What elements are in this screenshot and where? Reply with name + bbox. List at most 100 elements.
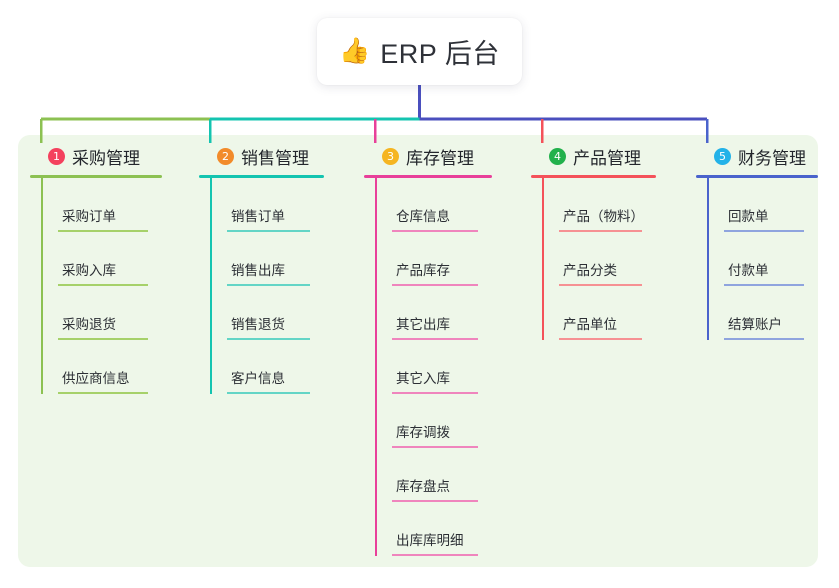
branch-spine <box>542 178 544 340</box>
branch-header-4[interactable]: 4 产品管理 <box>531 143 656 169</box>
branch-item[interactable]: 产品分类 <box>531 232 656 286</box>
branch-title: 库存管理 <box>406 148 474 168</box>
branch-column-4: 4 产品管理产品（物料） 产品分类产品单位 <box>531 143 656 340</box>
branch-item[interactable]: 其它入库 <box>364 340 492 394</box>
branch-item-label: 销售出库 <box>231 263 285 278</box>
root-node[interactable]: 👍 ERP 后台 <box>317 18 522 85</box>
branch-item[interactable]: 库存盘点 <box>364 448 492 502</box>
branch-item-rule <box>227 392 310 394</box>
branch-item-list: 回款单付款单结算账户 <box>696 178 818 340</box>
branch-header-rule <box>30 175 162 178</box>
branch-item-rule <box>227 230 310 232</box>
branch-column-1: 1 采购管理采购订单采购入库采购退货供应商信息 <box>30 143 162 394</box>
branch-item-label: 采购入库 <box>62 263 116 278</box>
branch-column-3: 3 库存管理仓库信息产品库存其它出库其它入库库存调拨库存盘点出库库明细 <box>364 143 492 556</box>
branch-item-rule <box>724 230 804 232</box>
branch-item-label: 产品库存 <box>396 263 450 278</box>
branch-item-list: 仓库信息产品库存其它出库其它入库库存调拨库存盘点出库库明细 <box>364 178 492 556</box>
branch-spine <box>41 178 43 394</box>
branch-header-2[interactable]: 2 销售管理 <box>199 143 324 169</box>
branch-title: 采购管理 <box>72 148 140 168</box>
branch-item[interactable]: 其它出库 <box>364 286 492 340</box>
branch-item-rule <box>58 284 148 286</box>
branch-item-label: 其它入库 <box>396 371 450 386</box>
branch-item[interactable]: 客户信息 <box>199 340 324 394</box>
branch-title: 产品管理 <box>573 148 641 168</box>
branch-number-badge: 2 <box>217 147 234 165</box>
branch-header-5[interactable]: 5 财务管理 <box>696 143 818 169</box>
branches-panel <box>18 135 818 567</box>
branch-item[interactable]: 仓库信息 <box>364 178 492 232</box>
branch-header-3[interactable]: 3 库存管理 <box>364 143 492 169</box>
branch-item[interactable]: 产品单位 <box>531 286 656 340</box>
branch-item-list: 销售订单销售出库销售退货客户信息 <box>199 178 324 394</box>
branch-item[interactable]: 产品（物料） <box>531 178 656 232</box>
branch-spine <box>375 178 377 556</box>
root-node-content: 👍 ERP 后台 <box>339 32 500 71</box>
branch-item-rule <box>392 554 478 556</box>
branch-item-label: 付款单 <box>728 263 769 278</box>
branch-item-label: 产品（物料） <box>563 209 644 224</box>
branch-number-badge: 3 <box>382 147 399 165</box>
branch-item[interactable]: 采购退货 <box>30 286 162 340</box>
branch-title: 销售管理 <box>241 148 309 168</box>
branch-item[interactable]: 回款单 <box>696 178 818 232</box>
branch-item-label: 库存盘点 <box>396 479 450 494</box>
branch-item[interactable]: 采购订单 <box>30 178 162 232</box>
branch-spine <box>210 178 212 394</box>
branch-item-rule <box>392 500 478 502</box>
branch-item-rule <box>392 284 478 286</box>
branch-item[interactable]: 付款单 <box>696 232 818 286</box>
branch-item[interactable]: 出库库明细 <box>364 502 492 556</box>
branch-spine <box>707 178 709 340</box>
branch-item-rule <box>58 230 148 232</box>
branch-item-rule <box>559 338 642 340</box>
branch-number-badge: 4 <box>549 147 566 165</box>
branch-column-5: 5 财务管理回款单付款单结算账户 <box>696 143 818 340</box>
branch-header-1[interactable]: 1 采购管理 <box>30 143 162 169</box>
branch-item[interactable]: 库存调拨 <box>364 394 492 448</box>
branch-item-label: 销售订单 <box>231 209 285 224</box>
branch-number-badge: 1 <box>48 147 65 165</box>
branch-item-rule <box>58 338 148 340</box>
branch-item-rule <box>58 392 148 394</box>
branch-item-rule <box>392 446 478 448</box>
branch-item-label: 其它出库 <box>396 317 450 332</box>
branch-item[interactable]: 供应商信息 <box>30 340 162 394</box>
thumbs-up-icon: 👍 <box>339 37 371 65</box>
branch-header-rule <box>199 175 324 178</box>
branch-header-rule <box>696 175 818 178</box>
branch-item-label: 采购订单 <box>62 209 116 224</box>
branch-header-rule <box>531 175 656 178</box>
branch-item[interactable]: 采购入库 <box>30 232 162 286</box>
branch-item-list: 产品（物料） 产品分类产品单位 <box>531 178 656 340</box>
branch-item-label: 产品分类 <box>563 263 617 278</box>
branch-item-label: 采购退货 <box>62 317 116 332</box>
branch-item-rule <box>724 338 804 340</box>
branch-item-rule <box>392 230 478 232</box>
branch-item-label: 回款单 <box>728 209 769 224</box>
branch-item-label: 客户信息 <box>231 371 285 386</box>
branch-item[interactable]: 产品库存 <box>364 232 492 286</box>
branch-item[interactable]: 销售退货 <box>199 286 324 340</box>
root-node-label: ERP 后台 <box>380 39 500 69</box>
branch-item-rule <box>227 284 310 286</box>
branch-item[interactable]: 销售订单 <box>199 178 324 232</box>
branch-item-rule <box>392 392 478 394</box>
branch-item-label: 出库库明细 <box>396 533 464 548</box>
branch-item-label: 产品单位 <box>563 317 617 332</box>
branch-item-rule <box>559 284 642 286</box>
branch-item[interactable]: 结算账户 <box>696 286 818 340</box>
branch-column-2: 2 销售管理销售订单销售出库销售退货客户信息 <box>199 143 324 394</box>
branch-item-rule <box>724 284 804 286</box>
branch-number-badge: 5 <box>714 147 731 165</box>
branch-item-label: 销售退货 <box>231 317 285 332</box>
branch-item-list: 采购订单采购入库采购退货供应商信息 <box>30 178 162 394</box>
branch-item-label: 供应商信息 <box>62 371 130 386</box>
branch-item[interactable]: 销售出库 <box>199 232 324 286</box>
branch-item-label: 库存调拨 <box>396 425 450 440</box>
branch-title: 财务管理 <box>738 148 806 168</box>
branch-item-label: 结算账户 <box>728 317 782 332</box>
branch-item-rule <box>559 230 642 232</box>
